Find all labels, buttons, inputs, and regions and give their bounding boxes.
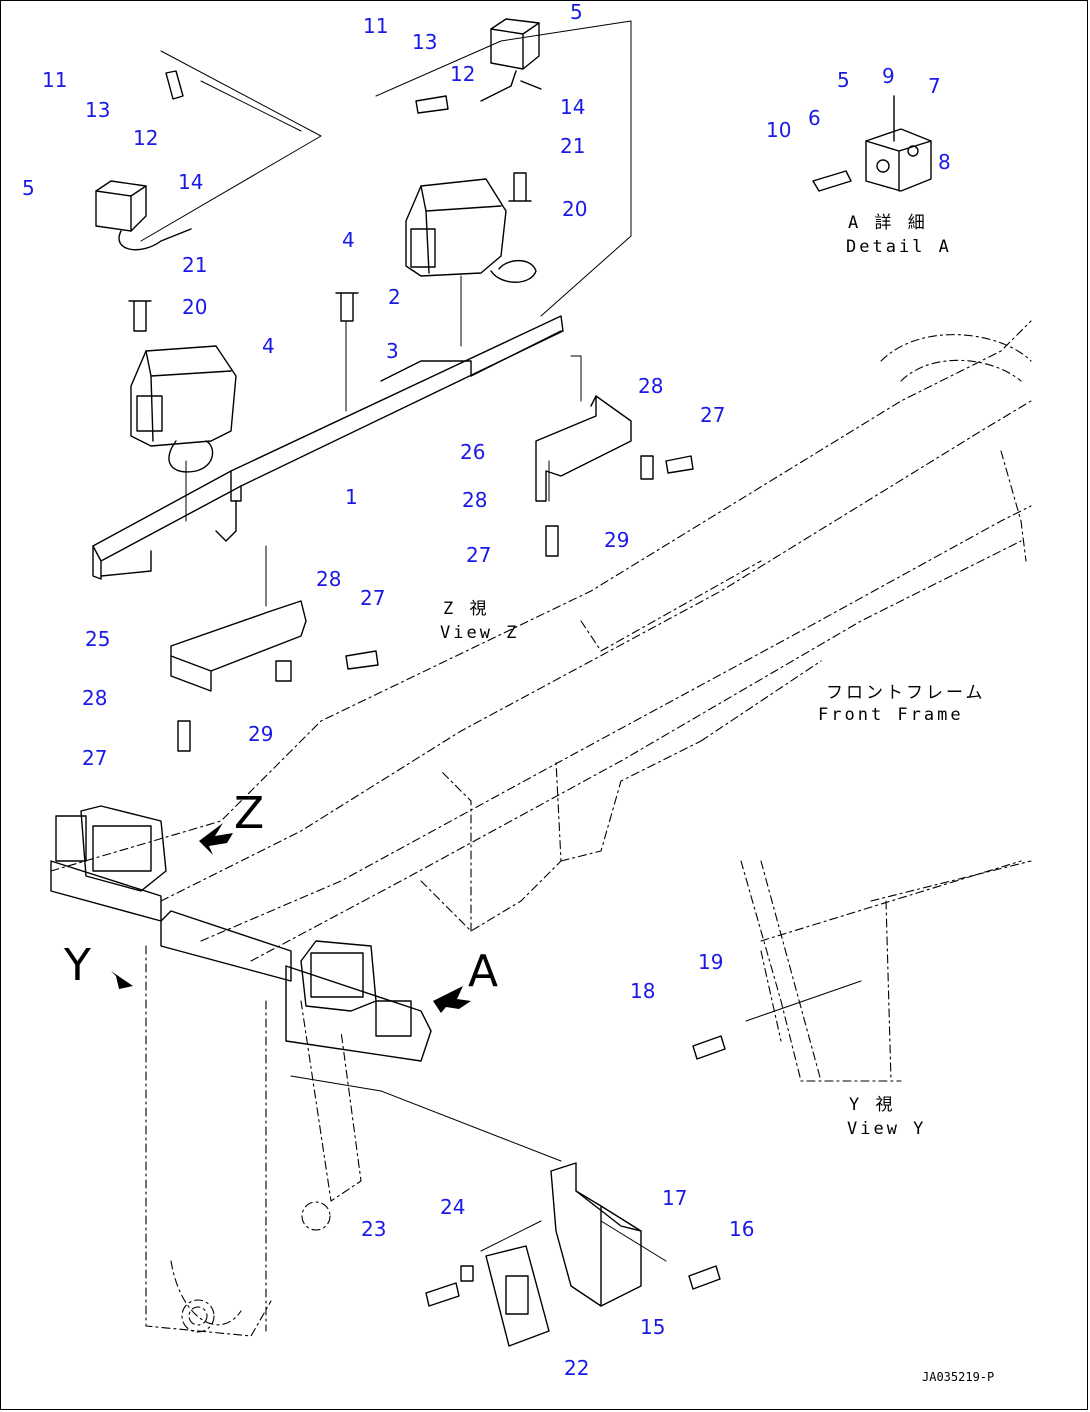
plate-22	[485, 1245, 550, 1347]
part-label: 5	[837, 68, 850, 92]
part-label: 2	[388, 285, 401, 309]
part-label: 5	[570, 0, 583, 24]
part-label: 26	[460, 440, 486, 464]
part-label: 23	[361, 1217, 387, 1241]
part-label: 20	[182, 295, 208, 319]
view-arrows	[111, 823, 471, 1013]
part-label: 21	[182, 253, 208, 277]
part-label: 28	[462, 488, 488, 512]
detail-a-relay	[812, 95, 932, 192]
lamp-assembly-installed	[50, 805, 432, 1062]
drawing-code: JA035219-P	[922, 1370, 995, 1384]
part-label: 27	[466, 543, 492, 567]
part-label: 29	[604, 528, 630, 552]
part-label: 27	[700, 403, 726, 427]
part-label: 24	[440, 1195, 466, 1219]
part-label: 5	[22, 176, 35, 200]
part-label: 1	[345, 485, 358, 509]
front-frame-caption-jp: フロントフレーム	[826, 683, 986, 703]
part-label: 22	[564, 1356, 590, 1380]
part-label: 4	[262, 334, 275, 358]
part-label: 17	[662, 1186, 688, 1210]
part-label: 12	[450, 62, 476, 86]
part-label: 14	[178, 170, 204, 194]
part-label: 29	[248, 722, 274, 746]
part-label: 20	[562, 197, 588, 221]
view-z-caption-en: View Z	[440, 623, 520, 643]
part-label: 27	[360, 586, 386, 610]
part-label: 13	[412, 30, 438, 54]
part-label: 8	[938, 150, 951, 174]
view-marker-z: Z	[234, 788, 265, 839]
part-label: 10	[766, 118, 792, 142]
relay-5-top	[480, 18, 542, 102]
relay-5-left	[95, 180, 192, 251]
part-label: 15	[640, 1315, 666, 1339]
bracket-26	[535, 395, 632, 502]
part-label: 7	[928, 74, 941, 98]
part-label: 21	[560, 134, 586, 158]
detail-a-caption-jp: A 詳 細	[848, 213, 928, 233]
part-label: 6	[808, 106, 821, 130]
part-label: 11	[42, 68, 68, 92]
part-label: 4	[342, 228, 355, 252]
part-label: 11	[363, 14, 389, 38]
front-frame-caption-en: Front Frame	[818, 705, 964, 725]
part-label: 16	[729, 1217, 755, 1241]
part-label: 13	[85, 98, 111, 122]
part-label: 28	[638, 374, 664, 398]
part-label: 18	[630, 979, 656, 1003]
view-marker-a: A	[468, 946, 499, 997]
view-marker-y: Y	[64, 940, 91, 991]
front-frame-outline	[50, 320, 1032, 1337]
part-label: 12	[133, 126, 159, 150]
view-z-caption-jp: Z 視	[443, 599, 490, 619]
view-y-caption-en: View Y	[847, 1119, 927, 1139]
bracket-1	[92, 315, 564, 580]
part-label: 19	[698, 950, 724, 974]
view-y-caption-jp: Y 視	[849, 1095, 896, 1115]
cover-15	[550, 1162, 642, 1307]
part-label: 28	[82, 686, 108, 710]
work-lamp-4-left	[130, 345, 237, 473]
part-label: 9	[882, 64, 895, 88]
part-label: 14	[560, 95, 586, 119]
work-lamp-4-right	[405, 178, 537, 283]
bolts	[128, 70, 726, 1307]
part-label: 25	[85, 627, 111, 651]
part-label: 3	[386, 339, 399, 363]
phantom-lines	[140, 20, 862, 1262]
part-label: 27	[82, 746, 108, 770]
detail-a-caption-en: Detail A	[846, 237, 952, 257]
part-label: 28	[316, 567, 342, 591]
bracket-25	[170, 600, 307, 692]
